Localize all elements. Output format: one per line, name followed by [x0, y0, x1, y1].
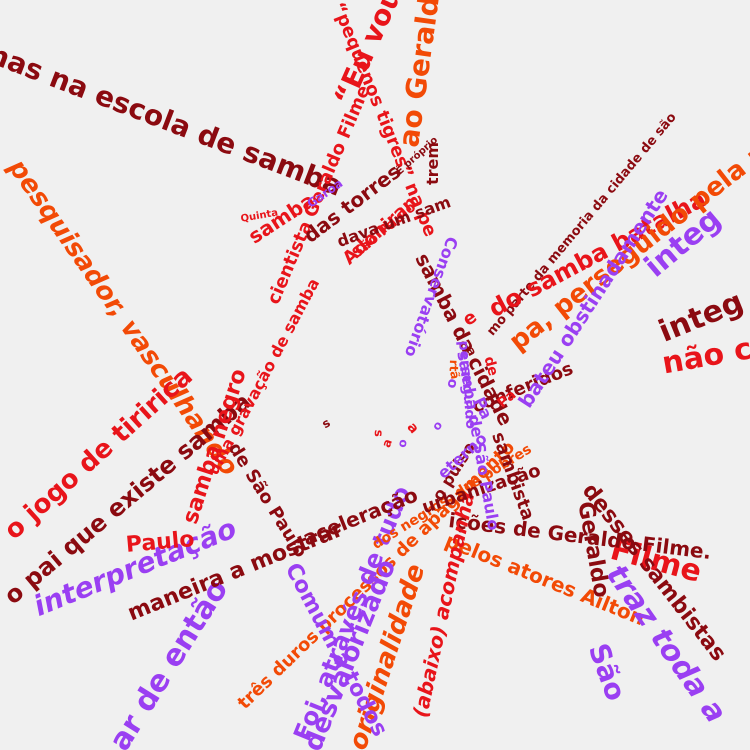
word-phrase: a: [379, 437, 395, 450]
word-phrase: Paulo: [124, 527, 196, 558]
word-phrase: o: [396, 438, 411, 449]
word-phrase: nas na escola de samba: [0, 37, 348, 203]
word-phrase: São: [581, 638, 633, 706]
word-phrase: ao Geraldo Cateo: [392, 0, 463, 150]
word-phrase: uma gravação de samba: [203, 275, 324, 478]
word-phrase: a: [403, 419, 422, 437]
word-phrase: s: [319, 415, 333, 432]
word-phrase: de: [480, 354, 502, 378]
word-phrase: s: [371, 429, 386, 438]
word-phrase: o: [429, 418, 446, 434]
